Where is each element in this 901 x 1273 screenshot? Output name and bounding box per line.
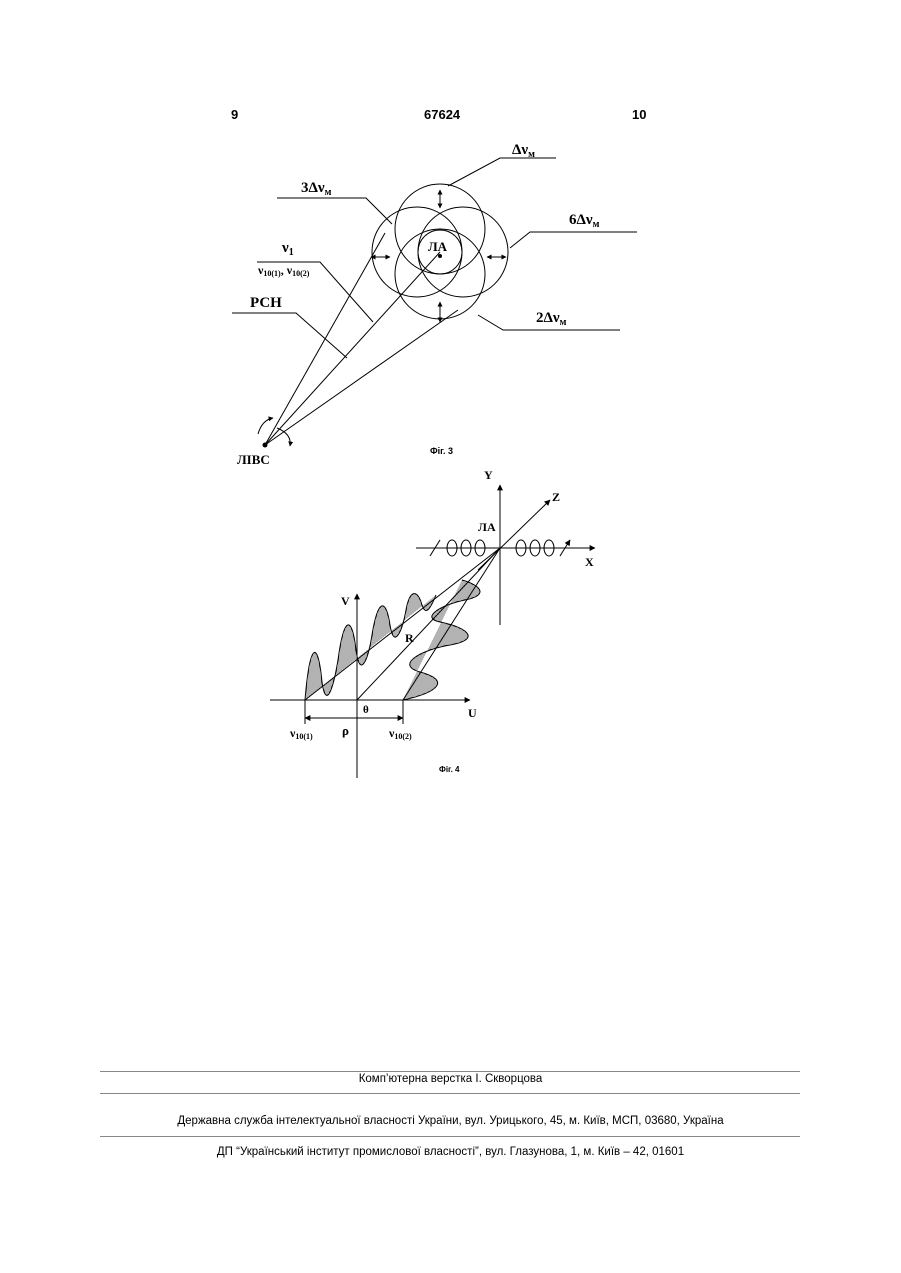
footer-rule-bottom: [100, 1136, 800, 1137]
footer-typesetting: Комп’ютерна верстка І. Скворцова: [0, 1073, 901, 1085]
label-nu10-1: ν10(1): [289, 726, 313, 741]
label-v: V: [341, 594, 350, 608]
label-la: ЛА: [478, 520, 496, 534]
label-y: Y: [484, 468, 493, 482]
footer-rule-top: [100, 1071, 800, 1072]
label-la: ЛА: [428, 239, 448, 254]
figure-3-caption: Фіг. 3: [430, 446, 453, 456]
footer-agency: Державна служба інтелектуальної власност…: [0, 1115, 901, 1127]
circle-left: [372, 207, 462, 297]
label-z: Z: [552, 490, 560, 504]
label-nu10-2: ν10(2): [388, 726, 412, 741]
label-2dv: 2Δνм: [536, 310, 567, 328]
figure-3: Δνм 3Δνм 6Δνм 2Δνм ν1 ν10(1),ν10(2) РСН …: [0, 0, 901, 480]
leader-3dv: [277, 198, 392, 224]
label-r: R: [405, 631, 414, 645]
footer-institute: ДП “Український інститут промислової вла…: [0, 1146, 901, 1158]
label-6dv: 6Δνм: [569, 212, 600, 230]
label-3dv: 3Δνм: [301, 180, 332, 198]
label-x: X: [585, 555, 594, 569]
label-theta: θ: [363, 704, 369, 716]
label-rho: ρ: [342, 723, 349, 738]
label-nu10: ν10(1),ν10(2): [257, 263, 310, 278]
label-u: U: [468, 706, 477, 720]
figure-4-caption: Фіг. 4: [439, 765, 460, 774]
label-rsn: РСН: [250, 295, 282, 311]
figure-4: Y Z X ЛА V U R θ ρ ν10(1) ν10(2) Фіг. 4: [0, 460, 901, 790]
leader-6dv: [510, 232, 637, 248]
leader-rsn: [232, 313, 347, 358]
label-dv: Δνм: [512, 142, 535, 160]
label-nu1: ν1: [281, 240, 294, 258]
footer-rule-middle: [100, 1093, 800, 1094]
leader-dv: [448, 158, 556, 186]
